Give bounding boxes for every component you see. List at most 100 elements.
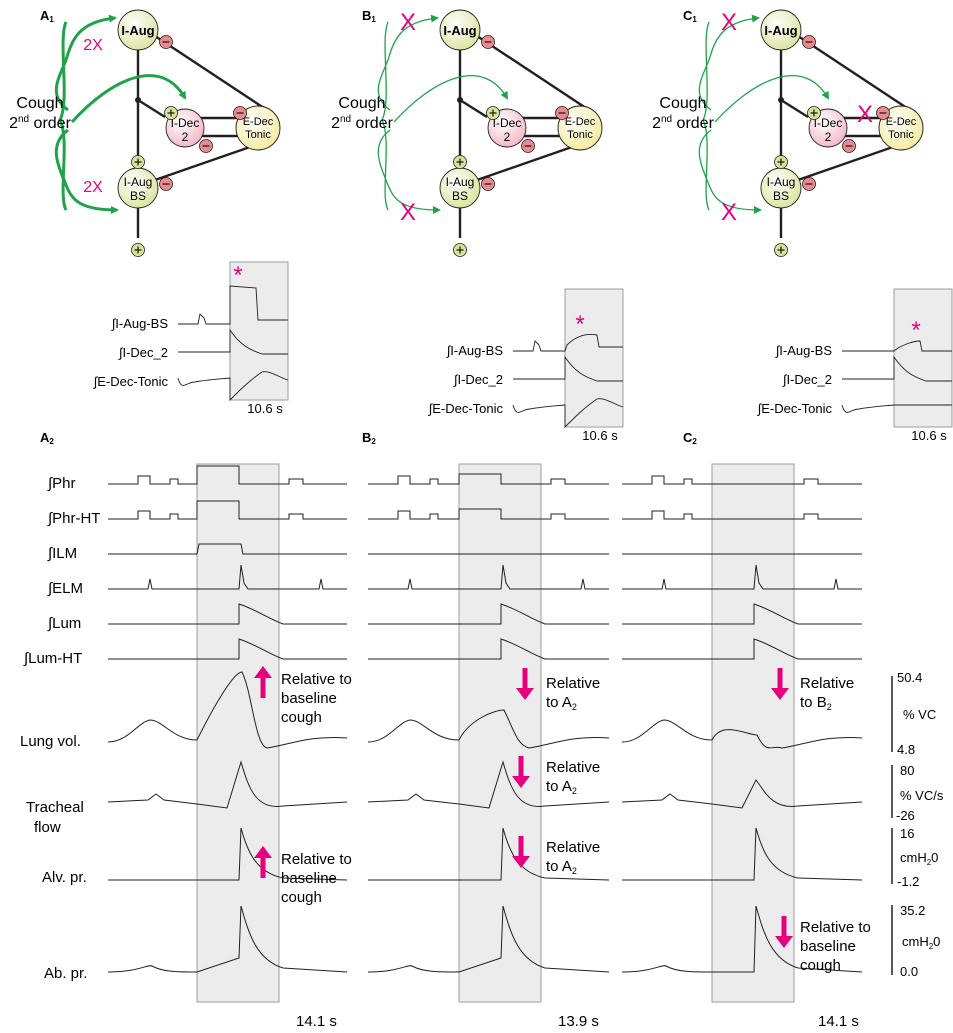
- cough-arrow-to-iaug: [377, 14, 439, 111]
- svg-text:Relative to: Relative to: [800, 919, 871, 936]
- annotation-lung-b2: Relative to A2: [546, 675, 600, 712]
- node-edec-label-2: Tonic: [888, 129, 914, 141]
- scale-lung-unit: % VC: [903, 707, 936, 722]
- inset-asterisk: *: [911, 317, 920, 344]
- inset-label-edec-tonic: ∫E-Dec-Tonic: [93, 374, 169, 389]
- inset-shade: [229, 261, 289, 401]
- scale-ab-unit: cmH20: [902, 934, 940, 951]
- svg-text:Relative: Relative: [546, 675, 600, 692]
- inset-trace-edec-tonic: [841, 404, 952, 413]
- svg-text:X: X: [400, 199, 416, 226]
- trace-phr-ht-a2: [108, 500, 347, 520]
- node-iaug: [760, 9, 802, 51]
- trace-lum-ht-c2: [622, 638, 862, 660]
- svg-text:X: X: [721, 9, 737, 36]
- mark-x-top: X: [400, 9, 416, 36]
- synapse-plus-idec: [164, 106, 178, 120]
- inset-label-idec2: ∫I-Dec_2: [782, 372, 832, 387]
- synapse-minus-edec-top: [555, 106, 569, 120]
- mark-2x-top: 2X: [83, 37, 103, 54]
- svg-text:cough: cough: [800, 957, 841, 974]
- panel-label-c1: C1: [683, 8, 697, 24]
- inset-shade: [893, 288, 953, 428]
- node-idec2: [808, 108, 848, 148]
- panel-label-b2: B2: [362, 430, 376, 446]
- panel-label-a2: A2: [40, 430, 54, 446]
- node-idec-label-1: I-Dec: [493, 116, 522, 130]
- arrow-down-lung-c2: [771, 668, 789, 700]
- cough-order-label: 2nd order: [652, 114, 715, 132]
- label-lum: ∫Lum: [47, 615, 81, 632]
- inset-label-edec-tonic: ∫E-Dec-Tonic: [428, 401, 504, 416]
- node-iaug: [439, 9, 481, 51]
- synapse-plus-idec: [486, 106, 500, 120]
- synapse-minus-iaug: [802, 35, 816, 49]
- shade-b2: [458, 463, 542, 1003]
- cough-arrow-to-iaug: [54, 14, 117, 112]
- node-iaug-bs-label-2: BS: [452, 189, 468, 203]
- node-iaug-label: I-Aug: [443, 23, 476, 38]
- inset-label-idec2: ∫I-Dec_2: [453, 372, 503, 387]
- trace-tracheal-flow-c2: [621, 779, 863, 809]
- svg-text:to A2: to A2: [546, 778, 577, 796]
- trace-lum-ht-a2: [108, 638, 347, 660]
- cough-label: Cough: [659, 95, 706, 112]
- svg-text:Relative to: Relative to: [281, 851, 352, 868]
- scale-flow-unit: % VC/s: [900, 788, 944, 803]
- trace-ilm-a2: [108, 543, 347, 555]
- synapse-minus-edec-top: [876, 106, 890, 120]
- trace-lung-vol-a2: [107, 671, 348, 749]
- scale-lung-min: 4.8: [897, 742, 915, 757]
- scale-alv-unit: cmH20: [900, 850, 938, 867]
- trace-alv-pr-b2: [368, 827, 610, 881]
- node-idec-label-2: 2: [825, 130, 832, 144]
- label-ilm: ∫ILM: [47, 545, 77, 562]
- duration-b2: 13.9 s: [558, 1013, 599, 1030]
- svg-text:Relative: Relative: [800, 675, 854, 692]
- node-idec-label-1: I-Dec: [814, 116, 843, 130]
- synapse-minus-idec-bottom: [842, 139, 856, 153]
- trace-lum-c2: [622, 603, 862, 625]
- label-flow: flow: [34, 819, 61, 836]
- synapse-minus-iaug: [159, 35, 173, 49]
- synapse-plus-bottom: [131, 243, 145, 257]
- trace-alv-pr-c2: [622, 827, 863, 881]
- cough-arrow-to-idec: [714, 75, 830, 123]
- svg-text:baseline: baseline: [800, 938, 856, 955]
- inset-duration: 10.6 s: [582, 428, 618, 443]
- inset-asterisk: *: [575, 311, 584, 338]
- synapse-plus-bottom: [453, 243, 467, 257]
- cough-order-label: 2nd order: [9, 114, 72, 132]
- svg-text:to A2: to A2: [546, 694, 577, 712]
- synapse-minus-iaug-bs: [802, 177, 816, 191]
- cough-arrow-to-idec: [393, 75, 509, 123]
- inset-label-edec-tonic: ∫E-Dec-Tonic: [757, 401, 833, 416]
- trace-ab-pr-b2: [367, 905, 610, 973]
- mark-x-top: X: [721, 9, 737, 36]
- trace-ab-pr-a2: [107, 905, 348, 973]
- inset-trace-iaug-bs: [842, 340, 952, 352]
- synapse-minus-iaug: [481, 35, 495, 49]
- inset-trace-iaug-bs: [513, 334, 623, 352]
- node-iaug-label: I-Aug: [121, 23, 154, 38]
- node-idec-label-2: 2: [504, 130, 511, 144]
- cough-label: Cough: [16, 95, 63, 112]
- node-iaug-bs-label-2: BS: [130, 189, 146, 203]
- node-iaug-bs-label-2: BS: [773, 189, 789, 203]
- trace-ab-pr-c2: [621, 905, 863, 973]
- label-elm: ∫ELM: [47, 580, 83, 597]
- node-edec-label-1: E-Dec: [565, 116, 596, 128]
- scale-bars: 50.4 % VC 4.8 80 % VC/s -26 16 cmH20 -1.…: [891, 670, 944, 979]
- arrow-up-lung-a2: [254, 666, 272, 698]
- trace-lum-ht-b2: [368, 638, 609, 660]
- cough-arrow-to-idec: [70, 74, 187, 124]
- label-lung-vol: Lung vol.: [20, 733, 81, 750]
- panel-label-c2: C2: [683, 430, 697, 446]
- trace-elm-c2: [622, 564, 862, 590]
